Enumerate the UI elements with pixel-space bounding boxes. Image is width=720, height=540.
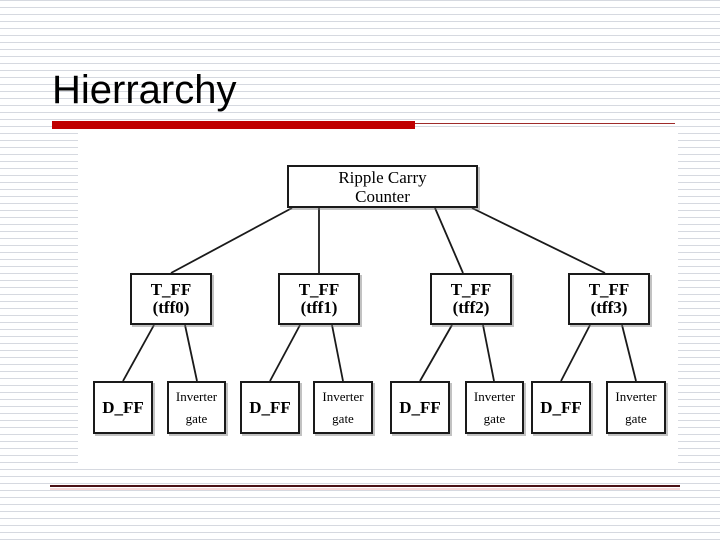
node-inverter-1[interactable]: Inverter gate	[313, 381, 373, 434]
node-label-line-2: gate	[483, 410, 506, 426]
title-panel-background	[78, 128, 678, 146]
node-label-line-2: gate	[332, 410, 354, 426]
node-label-line-2: (tff0)	[152, 298, 190, 317]
node-label-line-2: gate	[185, 410, 208, 426]
node-label-line-1: D_FF	[249, 398, 291, 417]
node-label-line-2: (tff2)	[452, 298, 490, 317]
node-label-line-2: (tff3)	[590, 298, 628, 317]
node-tff0[interactable]: T_FF(tff0)	[130, 273, 212, 325]
node-tff3[interactable]: T_FF(tff3)	[568, 273, 650, 325]
footer-rule	[50, 485, 680, 487]
edge-tff3-to-dff-3	[560, 324, 591, 382]
node-tff2[interactable]: T_FF(tff2)	[430, 273, 512, 325]
edge-ripple-carry-counter-to-tff0	[170, 207, 293, 274]
edge-tff0-to-dff-0	[122, 324, 155, 382]
edge-tff0-to-inverter-0	[184, 324, 198, 382]
node-dff-0[interactable]: D_FF	[93, 381, 153, 434]
node-label-line-1: D_FF	[399, 398, 441, 417]
node-inverter-2[interactable]: Inverter gate	[465, 381, 524, 434]
edge-ripple-carry-counter-to-tff2	[434, 207, 464, 274]
node-label-line-2: (tff1)	[300, 298, 338, 317]
footer-rule-highlight	[50, 488, 680, 490]
title-underline-accent	[52, 121, 415, 129]
node-label-line-1: T_FF	[450, 280, 492, 299]
edge-tff1-to-inverter-1	[331, 324, 344, 382]
node-inverter-0[interactable]: Inverter gate	[167, 381, 226, 434]
edge-tff2-to-dff-2	[419, 324, 453, 382]
node-label-line-1: Ripple Carry	[338, 167, 427, 187]
node-label-line-1: Inverter	[615, 388, 657, 404]
node-tff1[interactable]: T_FF(tff1)	[278, 273, 360, 325]
edge-tff3-to-inverter-3	[621, 324, 637, 382]
node-label-line-2: gate	[625, 410, 647, 426]
node-inverter-3[interactable]: Inverter gate	[606, 381, 666, 434]
node-dff-2[interactable]: D_FF	[390, 381, 450, 434]
node-label-line-1: D_FF	[102, 398, 144, 417]
edge-tff1-to-dff-1	[269, 324, 301, 382]
node-label-line-2: Counter	[355, 186, 410, 206]
node-dff-3[interactable]: D_FF	[531, 381, 591, 434]
edge-ripple-carry-counter-to-tff3	[471, 207, 606, 274]
node-label-line-1: Inverter	[322, 388, 364, 404]
node-label-line-1: T_FF	[298, 280, 340, 299]
page-title: Hierrarchy	[52, 68, 237, 112]
node-dff-1[interactable]: D_FF	[240, 381, 300, 434]
node-label-line-1: T_FF	[150, 280, 192, 299]
node-label-line-1: T_FF	[588, 280, 630, 299]
node-label-line-1: Inverter	[175, 388, 218, 404]
node-label-line-1: Inverter	[473, 388, 516, 404]
edge-tff2-to-inverter-2	[482, 324, 495, 382]
node-label-line-1: D_FF	[540, 398, 582, 417]
